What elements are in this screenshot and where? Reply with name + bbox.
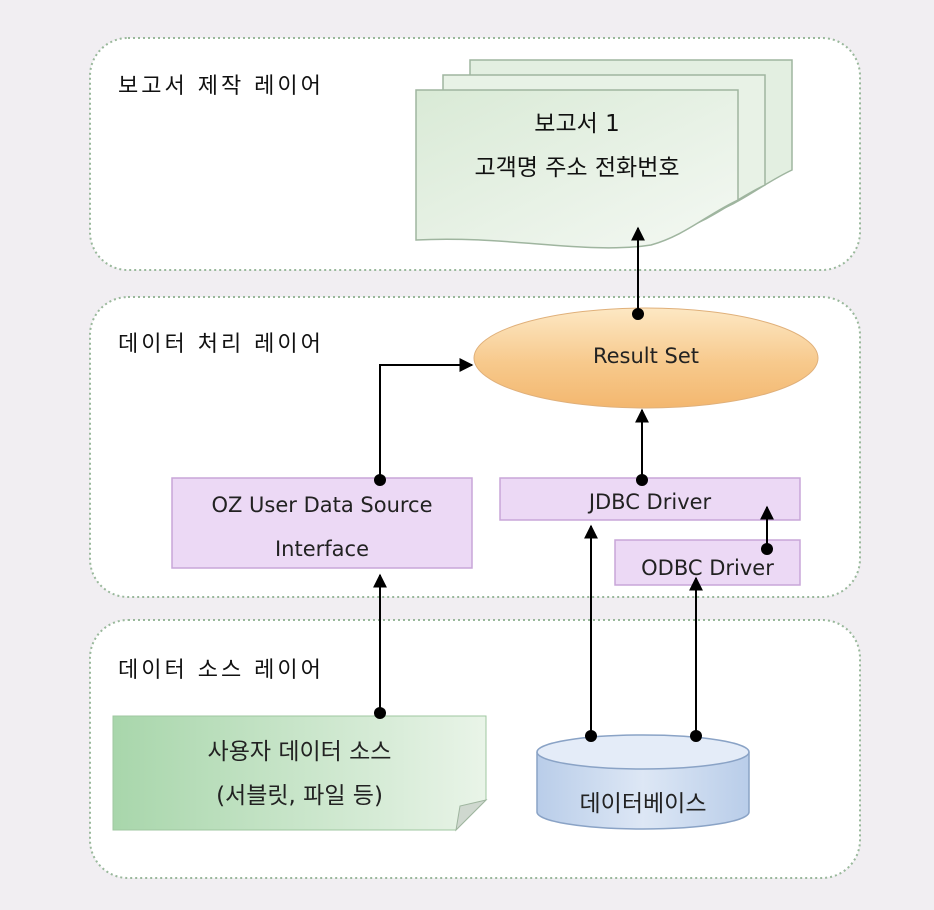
processing-layer-label: 데이터 처리 레이어 [118,332,324,357]
report-title: 보고서 1 [534,111,620,137]
report-document-stack [415,59,793,249]
oz-interface-line1: OZ User Data Source [211,493,433,517]
source-layer-label: 데이터 소스 레이어 [118,658,324,683]
arrow-oz-to-resultset [379,358,474,480]
database-cylinder [536,734,750,830]
report-layer-label: 보고서 제작 레이어 [118,74,324,99]
oz-interface-box [171,477,473,569]
user-source-line1: 사용자 데이터 소스 [207,739,392,765]
result-set-ellipse [473,307,819,409]
oz-interface-line2: Interface [274,537,370,561]
jdbc-driver-box [499,477,801,521]
jdbc-driver-label: JDBC Driver [588,490,712,514]
result-set-label: Result Set [592,344,700,368]
connection-dots [374,308,773,742]
connectors [373,226,774,736]
database-label: 데이터베이스 [579,791,707,817]
report-fields: 고객명 주소 전화번호 [474,155,680,181]
user-source-line2: (서블릿, 파일 등) [216,783,383,809]
user-data-source-shape [112,715,488,832]
odbc-driver-label: ODBC Driver [641,556,774,580]
